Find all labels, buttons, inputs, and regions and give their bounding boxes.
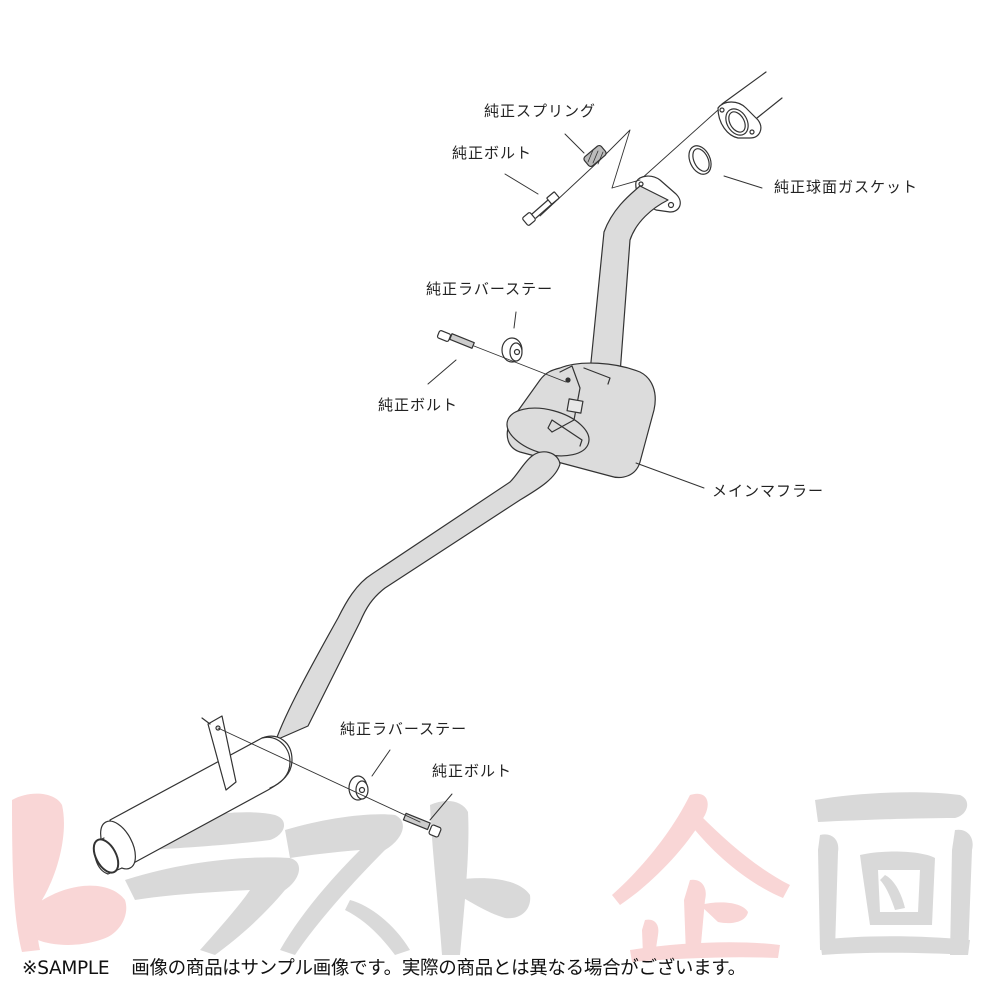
leader-main-muffler	[635, 462, 705, 489]
spring-bolt-assembly	[522, 129, 641, 226]
sample-tag: ※SAMPLE	[22, 958, 110, 979]
leader-gasket	[723, 175, 763, 189]
rubber-stay-mid	[501, 337, 523, 363]
alignment-line-mid	[473, 345, 567, 383]
label-oem-bolt-mid: 純正ボルト	[378, 396, 459, 414]
bolt-part-mid	[436, 330, 475, 349]
watermark-char-ki	[612, 793, 790, 962]
watermark-char-su	[280, 814, 410, 955]
rear-silencer	[92, 715, 293, 875]
watermark-char-to-2	[430, 800, 531, 955]
inlet-pipe	[589, 185, 669, 375]
leader-bolt-mid	[427, 359, 457, 385]
alignment-line-gasket	[639, 109, 719, 181]
label-oem-spring: 純正スプリング	[484, 102, 597, 120]
watermark-char-to-1	[12, 793, 127, 952]
alignment-line-bottom	[217, 727, 421, 823]
main-muffler	[506, 362, 656, 479]
sample-disclaimer: ※SAMPLE 画像の商品はサンプル画像です。実際の商品とは異なる場合がございます…	[22, 958, 746, 979]
leader-bolt-bottom	[429, 793, 453, 821]
label-main-muffler: メインマフラー	[712, 482, 825, 500]
spherical-gasket	[688, 145, 712, 175]
leader-rubber-stay-mid	[513, 311, 517, 329]
spring-part	[583, 144, 607, 168]
rubber-stay-bottom	[348, 775, 369, 801]
label-oem-bolt-top: 純正ボルト	[452, 144, 533, 162]
leader-bolt-top	[504, 173, 539, 195]
oem-front-pipe	[721, 71, 783, 123]
bolt-part-top	[522, 191, 560, 226]
label-oem-rubber-stay-mid: 純正ラバーステー	[426, 280, 554, 298]
label-oem-rubber-stay-bottom: 純正ラバーステー	[340, 720, 468, 738]
watermark-char-ga	[815, 792, 973, 955]
leader-rubber-stay-bottom	[371, 749, 391, 777]
disclaimer-text: 画像の商品はサンプル画像です。実際の商品とは異なる場合がございます。	[131, 958, 746, 979]
center-pipe	[275, 451, 561, 741]
label-oem-spherical-gasket: 純正球面ガスケット	[774, 178, 919, 196]
upstream-flange	[717, 101, 762, 139]
leader-spring	[564, 133, 585, 154]
label-oem-bolt-bottom: 純正ボルト	[432, 762, 513, 780]
